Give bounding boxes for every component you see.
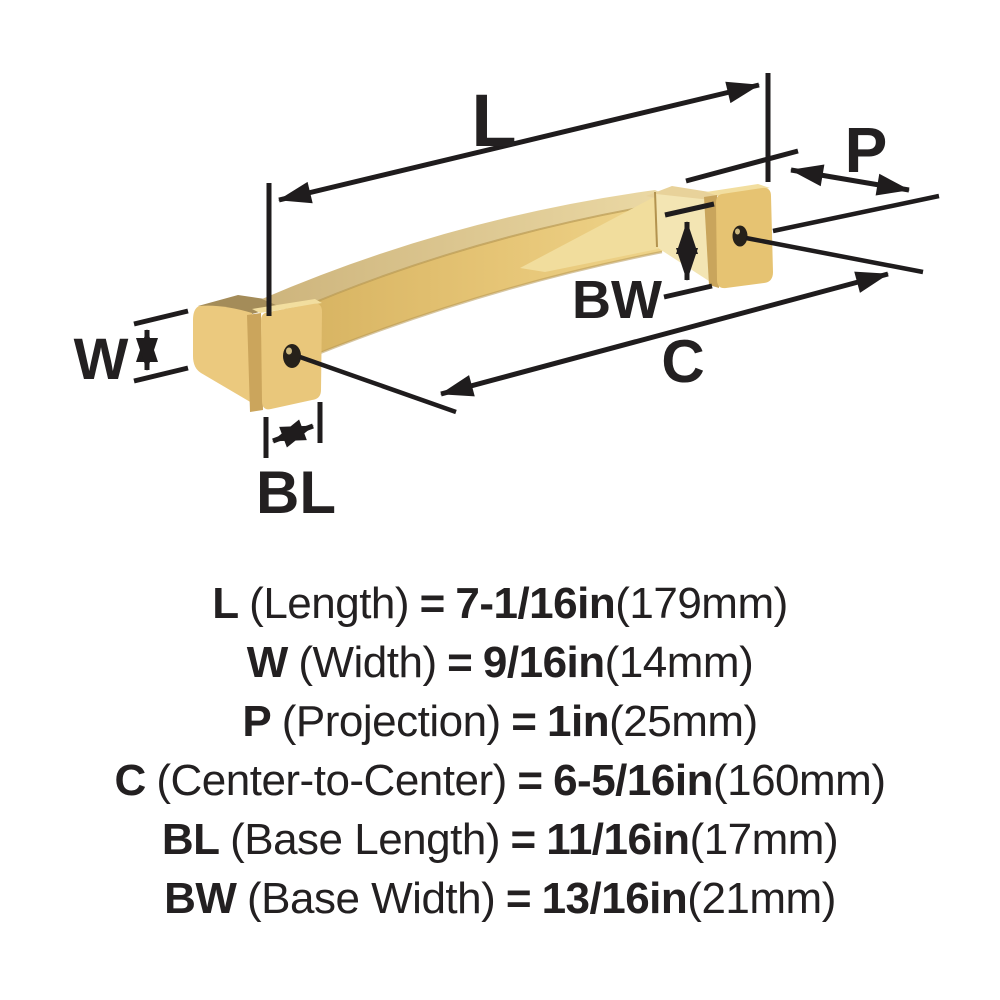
spec-value-imperial: 6-5/16in bbox=[553, 756, 713, 805]
spec-name: (Projection) bbox=[281, 697, 501, 746]
spec-value: 9/16in (14mm) bbox=[482, 633, 754, 692]
spec-value: 11/16in (17mm) bbox=[546, 810, 838, 869]
spec-name: (Width) bbox=[298, 638, 437, 687]
spec-symbol: C bbox=[114, 756, 147, 805]
spec-value-metric: (160mm) bbox=[712, 756, 886, 805]
spec-symbol: BL bbox=[161, 815, 220, 864]
dim-width-tick-top bbox=[133, 308, 189, 327]
right-plate-edge bbox=[704, 195, 719, 288]
spec-value-metric: (25mm) bbox=[609, 697, 758, 746]
spec-value-metric: (21mm) bbox=[687, 874, 836, 923]
dim-width bbox=[133, 308, 189, 384]
label-length: L bbox=[471, 79, 516, 162]
left-screw-hole bbox=[283, 344, 301, 368]
spec-value-metric: (17mm) bbox=[689, 815, 839, 864]
spec-symbol: L bbox=[212, 579, 239, 628]
spec-value: 6-5/16in (160mm) bbox=[553, 751, 886, 810]
label-base-length: BL bbox=[256, 459, 336, 526]
spec-name: (Center-to-Center) bbox=[156, 756, 507, 805]
dim-base-width-tick-top bbox=[664, 201, 715, 218]
dim-center-to-center bbox=[299, 235, 924, 415]
spec-symbol: P bbox=[242, 697, 272, 746]
spec-row-base-length: BL (Base Length) = 11/16in (17mm) bbox=[0, 810, 1000, 869]
dim-base-width-tick-bottom bbox=[663, 283, 713, 300]
spec-name: (Base Width) bbox=[246, 874, 496, 923]
spec-equals: = bbox=[419, 579, 446, 628]
dim-center-line bbox=[440, 271, 889, 397]
spec-value-imperial: 9/16in bbox=[482, 638, 605, 687]
dim-projection-ref-far bbox=[772, 193, 940, 234]
spec-equals: = bbox=[505, 874, 532, 923]
dim-projection-ref-near bbox=[685, 148, 799, 184]
label-width: W bbox=[74, 327, 129, 392]
label-center-to-center: C bbox=[661, 328, 704, 395]
left-foot-front-face bbox=[193, 305, 252, 403]
spec-equals: = bbox=[511, 697, 537, 746]
dimension-spec-list: L (Length) = 7-1/16in (179mm) W (Width) … bbox=[0, 574, 1000, 928]
spec-row-projection: P (Projection) = 1in (25mm) bbox=[0, 692, 1000, 751]
dim-projection bbox=[685, 148, 940, 234]
spec-value-metric: (179mm) bbox=[615, 579, 788, 628]
dim-length bbox=[266, 73, 771, 316]
spec-value-metric: (14mm) bbox=[604, 638, 754, 687]
dim-projection-line bbox=[790, 164, 910, 196]
spec-row-center-to-center: C (Center-to-Center) = 6-5/16in (160mm) bbox=[0, 751, 1000, 810]
spec-value: 1in (25mm) bbox=[547, 692, 758, 751]
spec-value-imperial: 11/16in bbox=[546, 815, 690, 864]
spec-equals: = bbox=[517, 756, 543, 805]
spec-value: 7-1/16in (179mm) bbox=[455, 574, 788, 633]
spec-value-imperial: 1in bbox=[547, 697, 610, 746]
right-screw-hole-highlight bbox=[735, 228, 740, 235]
spec-value-imperial: 7-1/16in bbox=[455, 579, 616, 628]
spec-name: (Length) bbox=[249, 579, 410, 628]
spec-name: (Base Length) bbox=[230, 815, 500, 864]
dim-width-tick-bottom bbox=[133, 365, 189, 384]
spec-row-length: L (Length) = 7-1/16in (179mm) bbox=[0, 574, 1000, 633]
dim-base-length bbox=[263, 402, 323, 458]
spec-value: 13/16in (21mm) bbox=[541, 869, 837, 928]
handle-drawing: L P BW C W BL bbox=[74, 73, 940, 526]
spec-equals: = bbox=[447, 638, 473, 687]
label-projection: P bbox=[845, 114, 888, 186]
dim-center-leader-right bbox=[745, 235, 924, 275]
spec-row-width: W (Width) = 9/16in (14mm) bbox=[0, 633, 1000, 692]
dimension-labels: L P BW C W BL bbox=[74, 79, 888, 526]
left-screw-hole-highlight bbox=[286, 347, 292, 355]
dimension-lines bbox=[133, 73, 940, 458]
spec-equals: = bbox=[510, 815, 537, 864]
spec-symbol: BW bbox=[164, 874, 237, 923]
dim-base-length-line bbox=[272, 419, 314, 448]
spec-row-base-width: BW (Base Width) = 13/16in (21mm) bbox=[0, 869, 1000, 928]
spec-value-imperial: 13/16in bbox=[541, 874, 688, 923]
dim-length-line bbox=[278, 81, 760, 204]
bar-front-top-edge bbox=[291, 200, 679, 313]
label-base-width: BW bbox=[572, 270, 662, 330]
left-plate-edge bbox=[247, 313, 263, 412]
dim-center-leader-left bbox=[299, 354, 457, 415]
spec-symbol: W bbox=[246, 638, 289, 687]
right-screw-hole bbox=[732, 225, 748, 247]
bar-inner-highlight bbox=[520, 196, 658, 272]
